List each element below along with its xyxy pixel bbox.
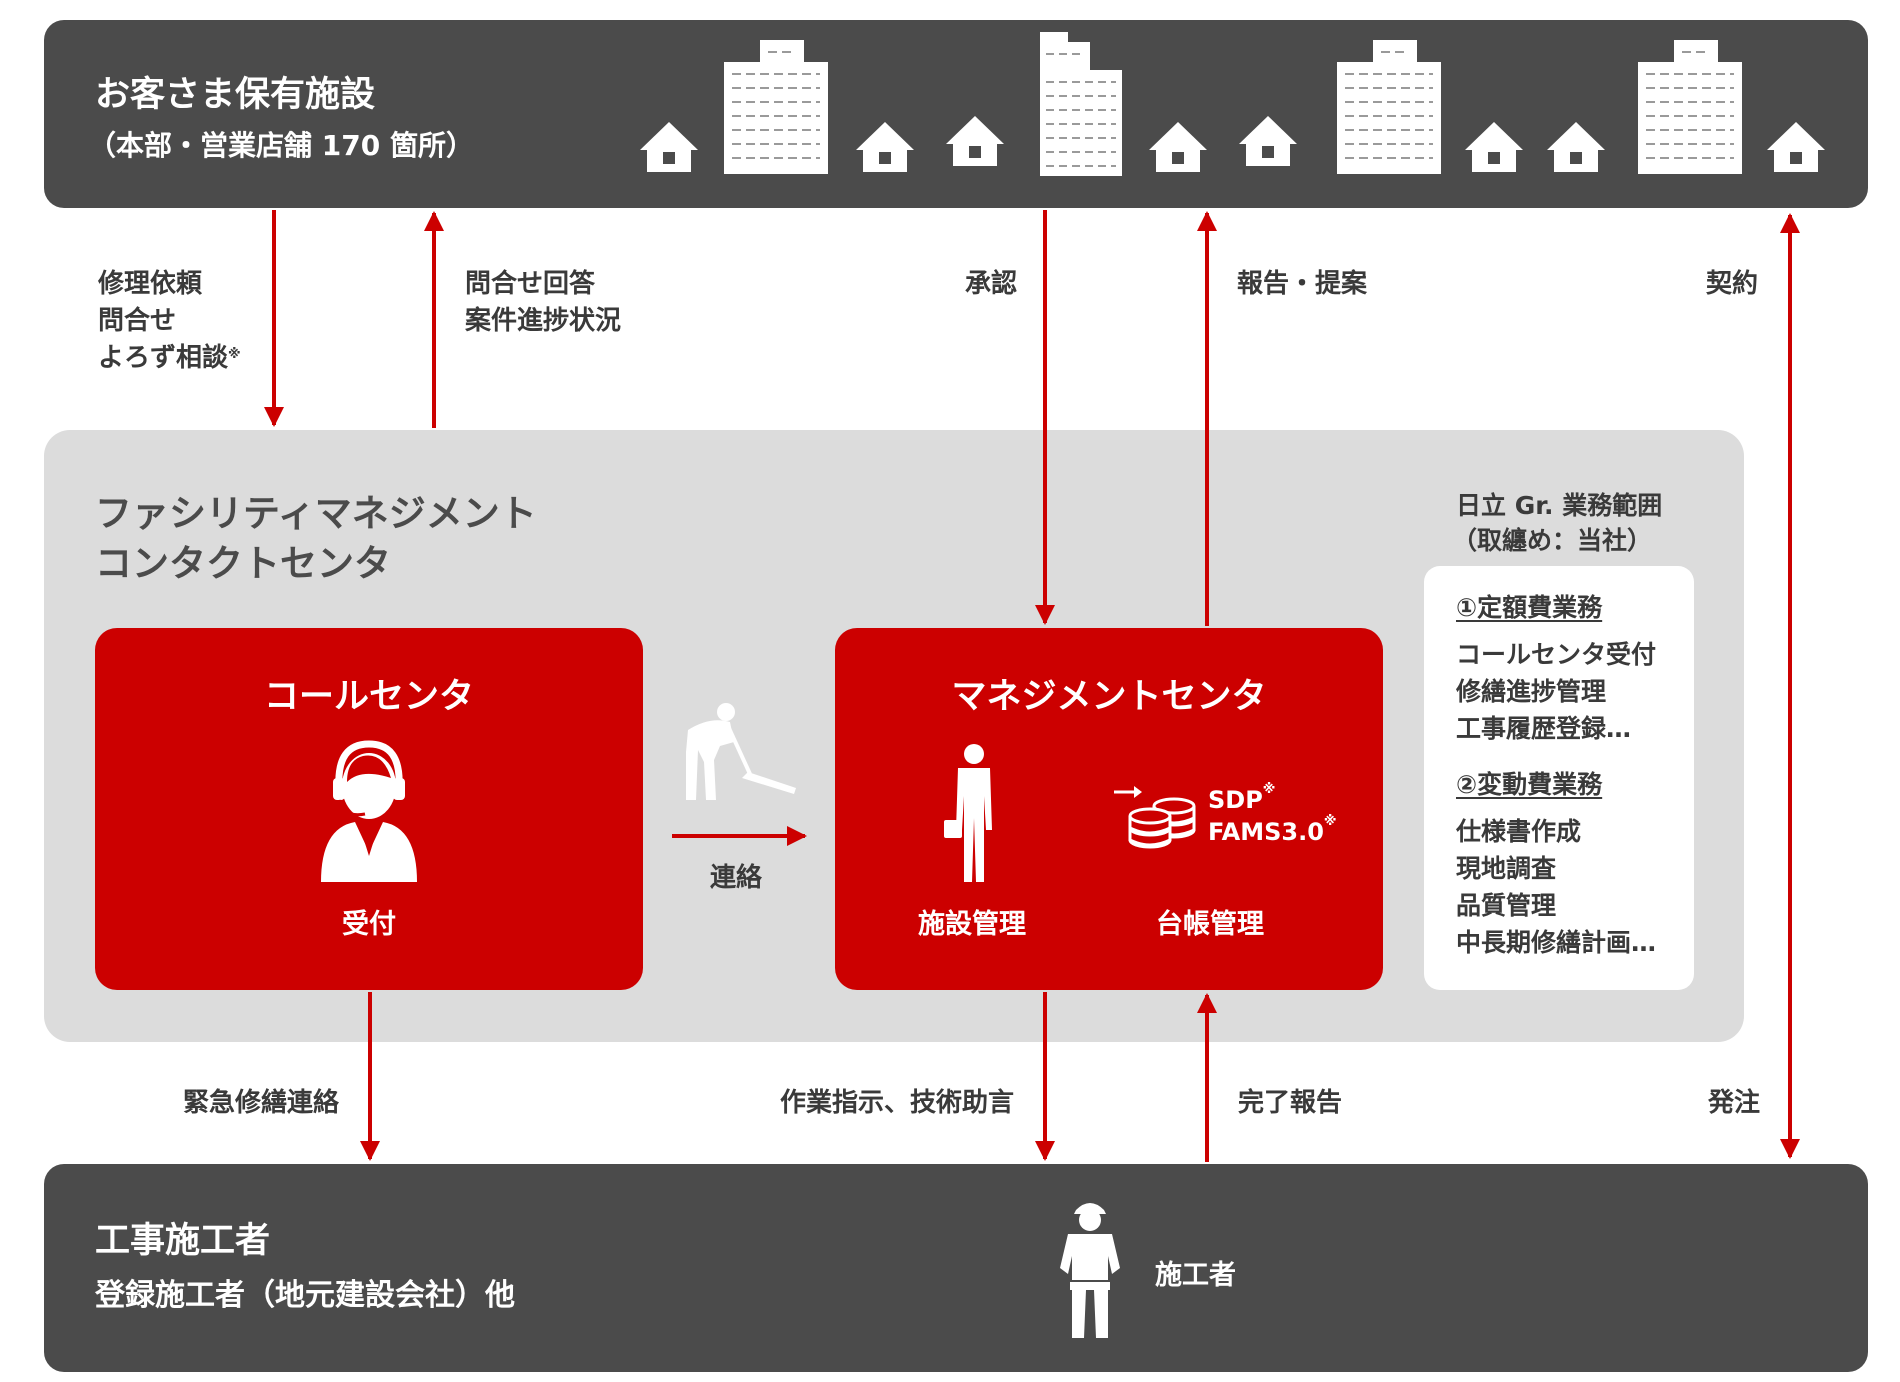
database-icon [1114,786,1196,849]
inquiry-reply-label: 問合せ回答 案件進捗状況 [465,269,622,336]
worker-label: 施工者 [1155,1260,1236,1291]
work-instruction-label: 作業指示、技術助言 [780,1088,1015,1118]
worker-icon [1060,1203,1120,1338]
scope-title-line1: 日立 Gr. 業務範囲 [1456,491,1663,520]
house-icon [1239,116,1297,166]
house-icon [1547,122,1605,172]
businessman-icon [944,744,992,882]
approval-label: 承認 [965,269,1018,299]
fixed-item: コールセンタ受付 [1456,640,1657,669]
ledger-management-label: 台帳管理 [1156,909,1264,940]
fm-center-title-line2: コンタクトセンタ [95,542,391,585]
cleaner-icon [686,703,796,800]
customer-subtitle: （本部・営業店舗 170 箇所） [88,129,474,162]
contractor-title: 工事施工者 [95,1221,271,1261]
call-center-title: コールセンタ [263,677,474,717]
emergency-repair-label: 緊急修繕連絡 [183,1088,340,1118]
system-fams-label: FAMS3.0※ [1208,814,1337,846]
management-center-title: マネジメントセンタ [951,677,1267,717]
report-proposal-label: 報告・提案 [1237,269,1368,299]
scope-title-line2: （取纏め：当社） [1452,526,1653,555]
contractor-subtitle: 登録施工者（地元建設会社）他 [95,1278,515,1313]
variable-item: 品質管理 [1456,891,1557,920]
completion-report-label: 完了報告 [1238,1088,1343,1118]
repair-request-label: 修理依頼 問合せ よろず相談※ [98,269,241,373]
system-sdp-label: SDP※ [1208,782,1276,814]
contractor-bar [44,1164,1868,1372]
customer-facilities-bar [44,20,1868,208]
fixed-item: 工事履歴登録… [1456,714,1632,743]
building-icon [723,39,829,175]
house-icon [946,116,1004,166]
house-icon [1767,122,1825,172]
house-icon [640,122,698,172]
house-icon [1465,122,1523,172]
scope-card-content: ①定額費業務 コールセンタ受付 修繕進捗管理 工事履歴登録… ②変動費業務 仕様… [1456,590,1692,961]
variable-cost-heading: ②変動費業務 [1456,770,1603,799]
call-center-reception-label: 受付 [342,909,396,940]
house-icon [856,122,914,172]
operator-icon [321,740,417,882]
variable-item: 現地調査 [1456,854,1557,883]
fixed-cost-heading: ①定額費業務 [1456,593,1603,622]
building-icon [1039,31,1123,177]
variable-item: 仕様書作成 [1456,817,1582,846]
facility-management-label: 施設管理 [918,909,1026,940]
building-icon [1637,39,1743,175]
scope-card [1424,566,1694,990]
contract-label: 契約 [1706,269,1759,299]
fm-center-title-line1: ファシリティマネジメント [95,492,537,535]
variable-item: 中長期修繕計画… [1456,928,1657,957]
order-label: 発注 [1708,1088,1761,1118]
building-icon [1336,39,1442,175]
liaison-label: 連絡 [710,863,763,893]
management-center-box [835,628,1383,990]
house-icon [1149,122,1207,172]
fixed-item: 修繕進捗管理 [1456,677,1607,706]
customer-title: お客さま保有施設 [95,75,376,115]
